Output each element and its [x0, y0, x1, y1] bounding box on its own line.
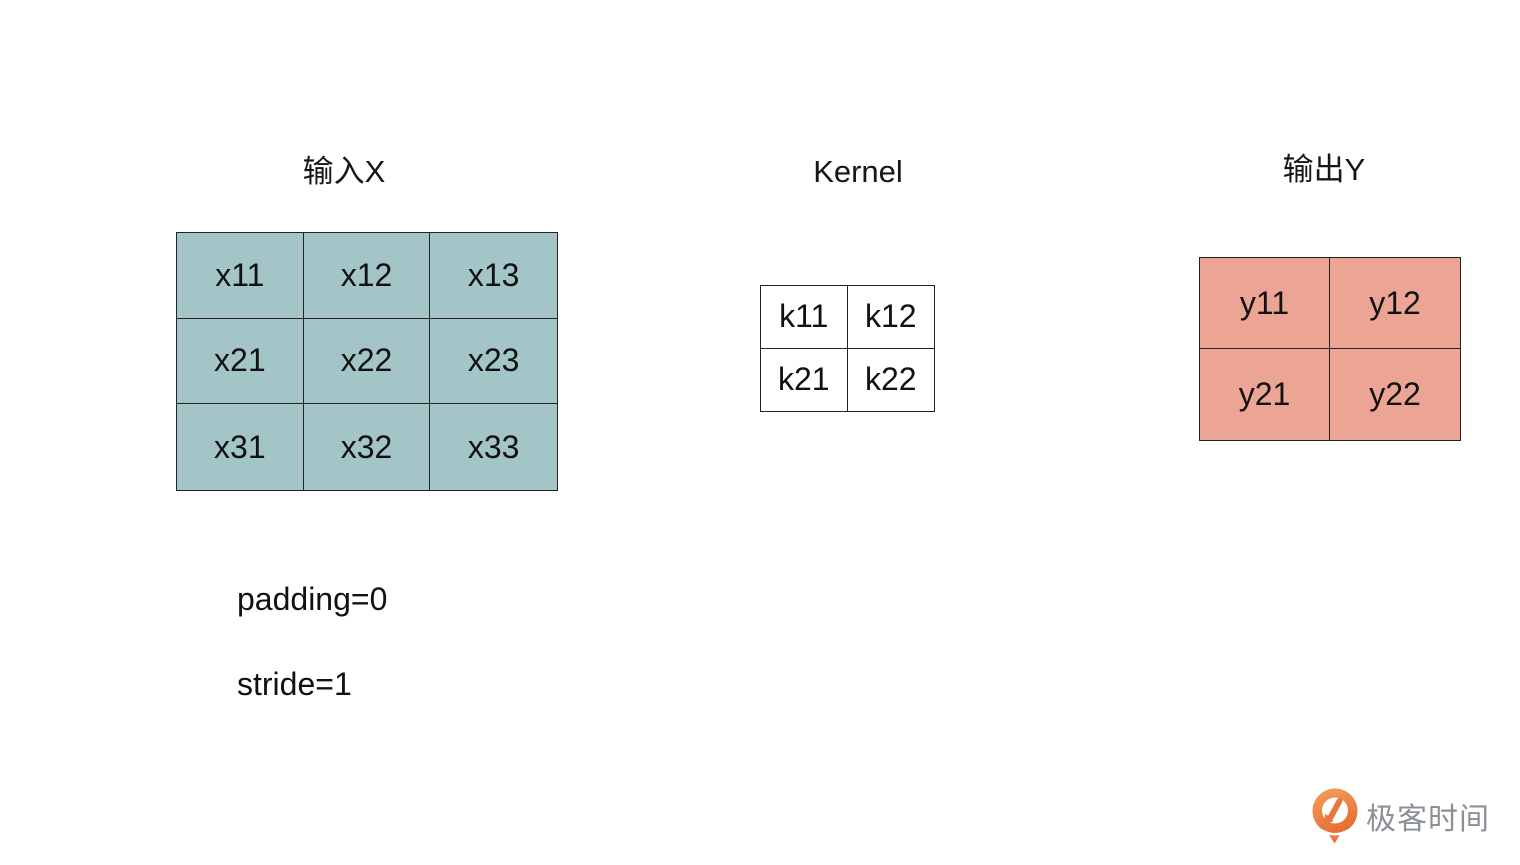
matrix-cell: y21 — [1200, 349, 1330, 440]
matrix-cell: y22 — [1369, 376, 1421, 412]
kernel-matrix: k11 k12 k21 k22 — [760, 285, 935, 412]
stride-annotation: stride=1 — [237, 666, 352, 702]
matrix-cell: y12 — [1330, 258, 1460, 349]
input-matrix: x11 x12 x13 x21 x22 x23 x31 x32 x33 — [176, 232, 558, 491]
matrix-cell: x32 — [304, 404, 431, 490]
output-matrix-title: 输出Y — [1282, 152, 1366, 187]
matrix-cell: k11 — [761, 286, 848, 349]
matrix-cell: x13 — [430, 233, 557, 319]
geektime-logo-text: 极客时间 — [1366, 803, 1490, 836]
matrix-cell: k12 — [847, 286, 934, 349]
matrix-cell: y11 — [1200, 258, 1330, 349]
matrix-cell: x12 — [303, 233, 431, 319]
padding-annotation: padding=0 — [237, 581, 388, 617]
matrix-cell: x33 — [467, 428, 520, 465]
input-matrix-title: 输入X — [302, 154, 386, 189]
matrix-cell: x21 — [177, 318, 304, 405]
output-matrix: y11 y12 y21 y22 — [1199, 257, 1461, 441]
matrix-cell: x11 — [177, 233, 304, 319]
matrix-cell: x31 — [177, 404, 304, 490]
matrix-cell: x22 — [303, 318, 431, 405]
matrix-cell: x23 — [430, 319, 557, 405]
geektime-logo: 极客时间 — [1311, 788, 1490, 844]
kernel-matrix-title: Kernel — [813, 154, 903, 189]
geektime-q-pin-icon — [1312, 788, 1358, 844]
matrix-cell: k21 — [761, 348, 848, 411]
matrix-cell: k22 — [864, 361, 917, 398]
